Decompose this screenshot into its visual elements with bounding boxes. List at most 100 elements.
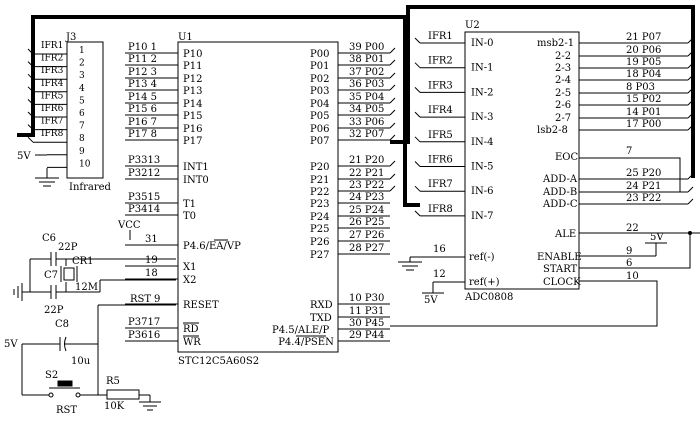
j3-pin-number: 5 (79, 96, 85, 106)
j3-connector: J3 Infrared 1IFR12IFR23IFR34IFR45IFR56IF… (17, 32, 112, 193)
u1-pin-name: P05 (310, 111, 329, 122)
u1-pin-number: 18 (145, 268, 158, 279)
c7-ref: C7 (44, 270, 58, 281)
u2-right-pin: ADD-B24 P21 (542, 181, 694, 198)
j3-pin-number: 6 (79, 109, 85, 119)
u2-pin-net: IFR1 (428, 31, 453, 42)
u1-pin-number: 19 (145, 255, 158, 266)
u2-right-pin: 2-319 P05 (555, 57, 694, 74)
u2-pin-name: IN-0 (471, 38, 493, 49)
j3-pin-number: 3 (79, 71, 85, 81)
u2-pin-number: 12 (433, 269, 446, 280)
u2-pin-name: 2-2 (555, 51, 571, 62)
c7-value: 22P (44, 305, 64, 316)
u2-pin-name: 2-7 (555, 113, 571, 124)
u1-pin-name: X2 (183, 275, 196, 286)
u2-pin-name: ALE (554, 229, 576, 240)
u2-pin-net: IFR5 (428, 130, 453, 141)
u2-body (464, 31, 580, 290)
u1-pin-name: P00 (310, 49, 329, 60)
j3-ref: J3 (65, 32, 76, 43)
u1-pin-net: P14 5 (128, 92, 157, 103)
u1-pin-name: P03 (310, 86, 329, 97)
u2-pin-name: ADD-A (542, 174, 578, 185)
rst-pin-num: 9 (154, 294, 160, 305)
ale-start-junction (688, 231, 692, 235)
u1-pin-net: P10 1 (128, 42, 157, 53)
s2-ref: S2 (45, 370, 58, 381)
j3-pin-net: IFR7 (41, 117, 64, 127)
u1-pin-net: 26 P25 (349, 217, 384, 228)
ref-plus-5v-label: 5V (424, 295, 438, 306)
u2-right-pin: 2-714 P01 (555, 107, 694, 124)
u2-ref: U2 (465, 20, 480, 31)
u1-pin-name: P17 (183, 136, 202, 147)
reset-switch (48, 380, 81, 398)
u1-pin-net: 39 P00 (349, 42, 384, 53)
u1-pin-net: 25 P24 (349, 205, 384, 216)
u1-pin-net: P11 2 (128, 54, 157, 65)
u1-left-pin: P13 4 P13 (125, 79, 202, 97)
u1-left-pin: RESET (125, 300, 219, 311)
u1-pin-name: P22 (310, 187, 329, 198)
start-wire (579, 233, 691, 269)
j3-pin-number: 8 (79, 134, 85, 144)
u2-pin-net: IFR7 (428, 179, 453, 190)
j3-pin: 9 (47, 147, 85, 157)
u2-pin-net: IFR3 (428, 80, 453, 91)
u2-right-pin: 2-58 P03 (555, 82, 694, 99)
u1-pin-net: 21 P20 (349, 155, 384, 166)
u1-pin-name: P4.5/ALE/P (272, 325, 330, 336)
u1-ref: U1 (178, 32, 193, 43)
u2-pin-name: ref(+) (469, 277, 500, 288)
u1-pin-name: RXD (310, 300, 333, 311)
u1-pin-name: T0 (183, 211, 196, 222)
c8-value: 10u (71, 356, 91, 367)
u1-pin-net: P13 4 (128, 79, 157, 90)
j3-pin-net: IFR8 (41, 129, 64, 139)
enable-5v-label: 5V (650, 232, 664, 243)
u1-pin-name: P4.4/PSEN (278, 337, 334, 348)
u1-pin-net: 37 P02 (349, 67, 384, 78)
u1-pin-net: P3212 (128, 168, 160, 179)
r5-ref: R5 (106, 376, 120, 387)
u2-pin-net: IFR2 (428, 56, 453, 67)
u1-pin-name: P13 (183, 86, 202, 97)
u1-pin-net: P3717 (128, 317, 160, 328)
u2-pin-name: CLOCK (543, 277, 581, 288)
u2-pin-name: ADD-B (542, 187, 577, 198)
u1-pin-name: P10 (183, 49, 202, 60)
u1-pin-name: P4.6/EA/VP (183, 241, 241, 252)
u1-pin-net: 29 P44 (349, 330, 384, 341)
u2-pin-name: msb2-1 (537, 38, 574, 49)
u2-right-pin: 2-615 P02 (555, 94, 694, 111)
u1-pin-net: 28 P27 (349, 243, 384, 254)
u2-left-pins: IFR1IN-0IFR2IN-1IFR3IN-2IFR4IN-3IFR5IN-4… (414, 31, 500, 288)
u2-chip: U2 ADC0808 IFR1IN-0IFR2IN-1IFR3IN-2IFR4I… (390, 20, 700, 327)
oscillator-circuit: C6 22P C7 CR1 12M 22P (13, 233, 176, 316)
u1-pin-name: P20 (310, 162, 329, 173)
u1-left-pin: P10 1 P10 (125, 42, 202, 60)
cr1-value: 12M (75, 282, 98, 293)
u2-pin-number: 22 (626, 223, 639, 234)
